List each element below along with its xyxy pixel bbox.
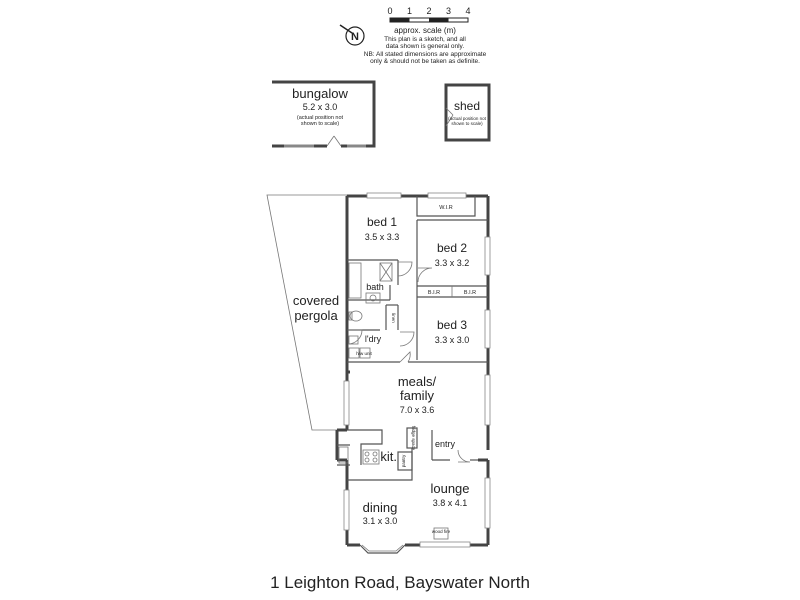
kitchen-fixtures xyxy=(362,449,380,465)
scale-note-2: data shown is general only. xyxy=(386,43,464,50)
bir2-label: B.I.R xyxy=(464,290,476,296)
bath-fixtures xyxy=(348,262,393,359)
fixture-labels: W.I.R B.I.R B.I.R linen fridge space pan… xyxy=(356,205,488,534)
scale-note-3: NB: All stated dimensions are approximat… xyxy=(364,51,487,58)
bungalow-note-1: (actual position not xyxy=(297,115,344,121)
pergola-label-1: covered xyxy=(293,293,339,308)
lounge-label: lounge xyxy=(430,481,469,496)
bir1-label: B.I.R xyxy=(428,290,440,296)
scale-note-4: only & should not be taken as definite. xyxy=(370,58,480,65)
shed-note-2: shown to scale) xyxy=(451,121,483,126)
scale-tick-1: 1 xyxy=(407,6,412,16)
fridge-label: fridge space xyxy=(411,426,416,451)
laundry-label: l'dry xyxy=(365,334,382,344)
bungalow: bungalow 5.2 x 3.0 (actual position not … xyxy=(272,80,376,148)
scale-note-1: This plan is a sketch, and all xyxy=(384,36,466,43)
dining-dims: 3.1 x 3.0 xyxy=(363,516,398,526)
scale-tick-3: 3 xyxy=(446,6,451,16)
scale-tick-4: 4 xyxy=(465,6,470,16)
bungalow-label: bungalow xyxy=(292,86,348,101)
bed2-dims: 3.3 x 3.2 xyxy=(435,258,470,268)
bungalow-dims: 5.2 x 3.0 xyxy=(303,102,338,112)
room-labels: bed 1 3.5 x 3.3 bed 2 3.3 x 3.2 bed 3 3.… xyxy=(363,215,470,526)
lounge-dims: 3.8 x 4.1 xyxy=(433,498,468,508)
scale-tick-2: 2 xyxy=(426,6,431,16)
linen-label: linen xyxy=(391,313,396,323)
kitchen-label: kit. xyxy=(380,449,397,464)
meals-dims: 7.0 x 3.6 xyxy=(400,405,435,415)
shed-note-1: (actual position not xyxy=(448,116,487,121)
scale-tick-0: 0 xyxy=(387,6,392,16)
bed1-label: bed 1 xyxy=(367,215,397,229)
pergola-label-2: pergola xyxy=(294,308,338,323)
bed3-dims: 3.3 x 3.0 xyxy=(435,335,470,345)
interior-walls xyxy=(337,196,488,481)
doors xyxy=(347,261,471,463)
wood-fire-box xyxy=(433,527,449,540)
windows xyxy=(343,192,491,548)
property-address: 1 Leighton Road, Bayswater North xyxy=(270,573,530,592)
meals-label-2: family xyxy=(400,388,434,403)
dining-label: dining xyxy=(363,500,398,515)
pantry-label: pantry xyxy=(401,454,406,467)
wood-fire-label: wood fire xyxy=(432,529,451,534)
scale-title: approx. scale (m) xyxy=(394,26,456,35)
shed: shed (actual position not shown to scale… xyxy=(444,83,491,142)
covered-pergola: covered pergola xyxy=(266,194,348,431)
entry-label: entry xyxy=(435,439,456,449)
bed1-dims: 3.5 x 3.3 xyxy=(365,232,400,242)
hw-unit-label: h/w unit xyxy=(356,351,372,356)
bed2-label: bed 2 xyxy=(437,241,467,255)
north-arrow-icon: N xyxy=(339,24,365,46)
bay-window xyxy=(359,544,406,554)
scale-bar: 0 1 2 3 4 approx. scale (m) This plan is… xyxy=(364,6,487,65)
bungalow-note-2: shown to scale) xyxy=(301,121,339,127)
bath-label: bath xyxy=(366,282,384,292)
north-label: N xyxy=(351,31,359,43)
meals-label-1: meals/ xyxy=(398,374,437,389)
bed3-label: bed 3 xyxy=(437,318,467,332)
wir-label: W.I.R xyxy=(439,205,452,211)
shed-label: shed xyxy=(454,99,480,113)
